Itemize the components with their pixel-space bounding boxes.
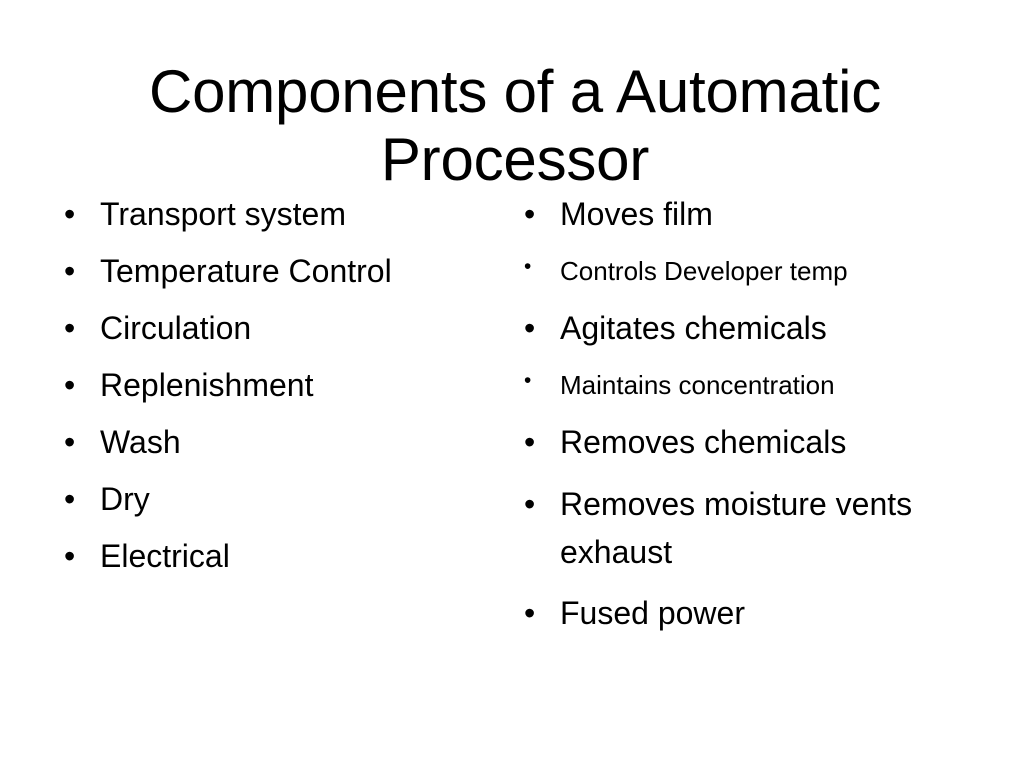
list-item[interactable]: • Electrical bbox=[58, 528, 498, 585]
left-column: • Transport system • Temperature Control… bbox=[58, 186, 498, 585]
list-item-label: Fused power bbox=[560, 594, 745, 631]
list-item-label: Wash bbox=[100, 423, 181, 460]
bullet-icon: • bbox=[524, 254, 532, 278]
list-item[interactable]: • Temperature Control bbox=[58, 243, 498, 300]
bullet-icon: • bbox=[524, 368, 532, 392]
bullet-icon: • bbox=[524, 485, 536, 522]
bullet-icon: • bbox=[64, 480, 76, 517]
list-item-label: Removes chemicals bbox=[560, 423, 847, 460]
bullet-icon: • bbox=[64, 537, 76, 574]
list-item-label: Electrical bbox=[100, 537, 230, 574]
list-item[interactable]: • Wash bbox=[58, 414, 498, 471]
list-item-label: Removes moisture vents exhaust bbox=[560, 485, 913, 570]
bullet-icon: • bbox=[524, 196, 536, 232]
bullet-icon: • bbox=[64, 309, 76, 346]
list-item-label: Maintains concentration bbox=[560, 369, 835, 400]
list-item-label: Transport system bbox=[100, 196, 346, 232]
list-item-label: Dry bbox=[100, 480, 150, 517]
right-column: • Moves film • Controls Developer temp •… bbox=[518, 186, 988, 642]
list-item[interactable]: • Dry bbox=[58, 471, 498, 528]
list-item[interactable]: • Removes moisture vents exhaust bbox=[518, 471, 988, 585]
list-item-label: Replenishment bbox=[100, 366, 314, 403]
list-item[interactable]: • Replenishment bbox=[58, 357, 498, 414]
list-item-label: Moves film bbox=[560, 196, 713, 232]
left-bullet-list: • Transport system • Temperature Control… bbox=[58, 186, 498, 585]
list-item[interactable]: • Removes chemicals bbox=[518, 414, 988, 471]
slide-title: Components of a Automatic Processor bbox=[148, 58, 882, 193]
list-item-label: Temperature Control bbox=[100, 252, 392, 289]
list-item[interactable]: • Maintains concentration bbox=[518, 357, 988, 414]
list-item[interactable]: • Controls Developer temp bbox=[518, 243, 988, 300]
list-item[interactable]: • Circulation bbox=[58, 300, 498, 357]
bullet-icon: • bbox=[64, 196, 76, 232]
list-item-label: Agitates chemicals bbox=[560, 309, 827, 346]
list-item[interactable]: • Moves film bbox=[518, 186, 988, 243]
list-item[interactable]: • Fused power bbox=[518, 585, 988, 642]
bullet-icon: • bbox=[64, 252, 76, 289]
right-bullet-list: • Moves film • Controls Developer temp •… bbox=[518, 186, 988, 642]
bullet-icon: • bbox=[64, 423, 76, 460]
bullet-icon: • bbox=[524, 594, 536, 631]
bullet-icon: • bbox=[524, 309, 536, 346]
slide-body: • Transport system • Temperature Control… bbox=[0, 186, 1024, 656]
list-item[interactable]: • Agitates chemicals bbox=[518, 300, 988, 357]
bullet-icon: • bbox=[64, 366, 76, 403]
list-item-label: Controls Developer temp bbox=[560, 255, 848, 286]
bullet-icon: • bbox=[524, 423, 536, 460]
list-item[interactable]: • Transport system bbox=[58, 186, 498, 243]
list-item-label: Circulation bbox=[100, 309, 252, 346]
